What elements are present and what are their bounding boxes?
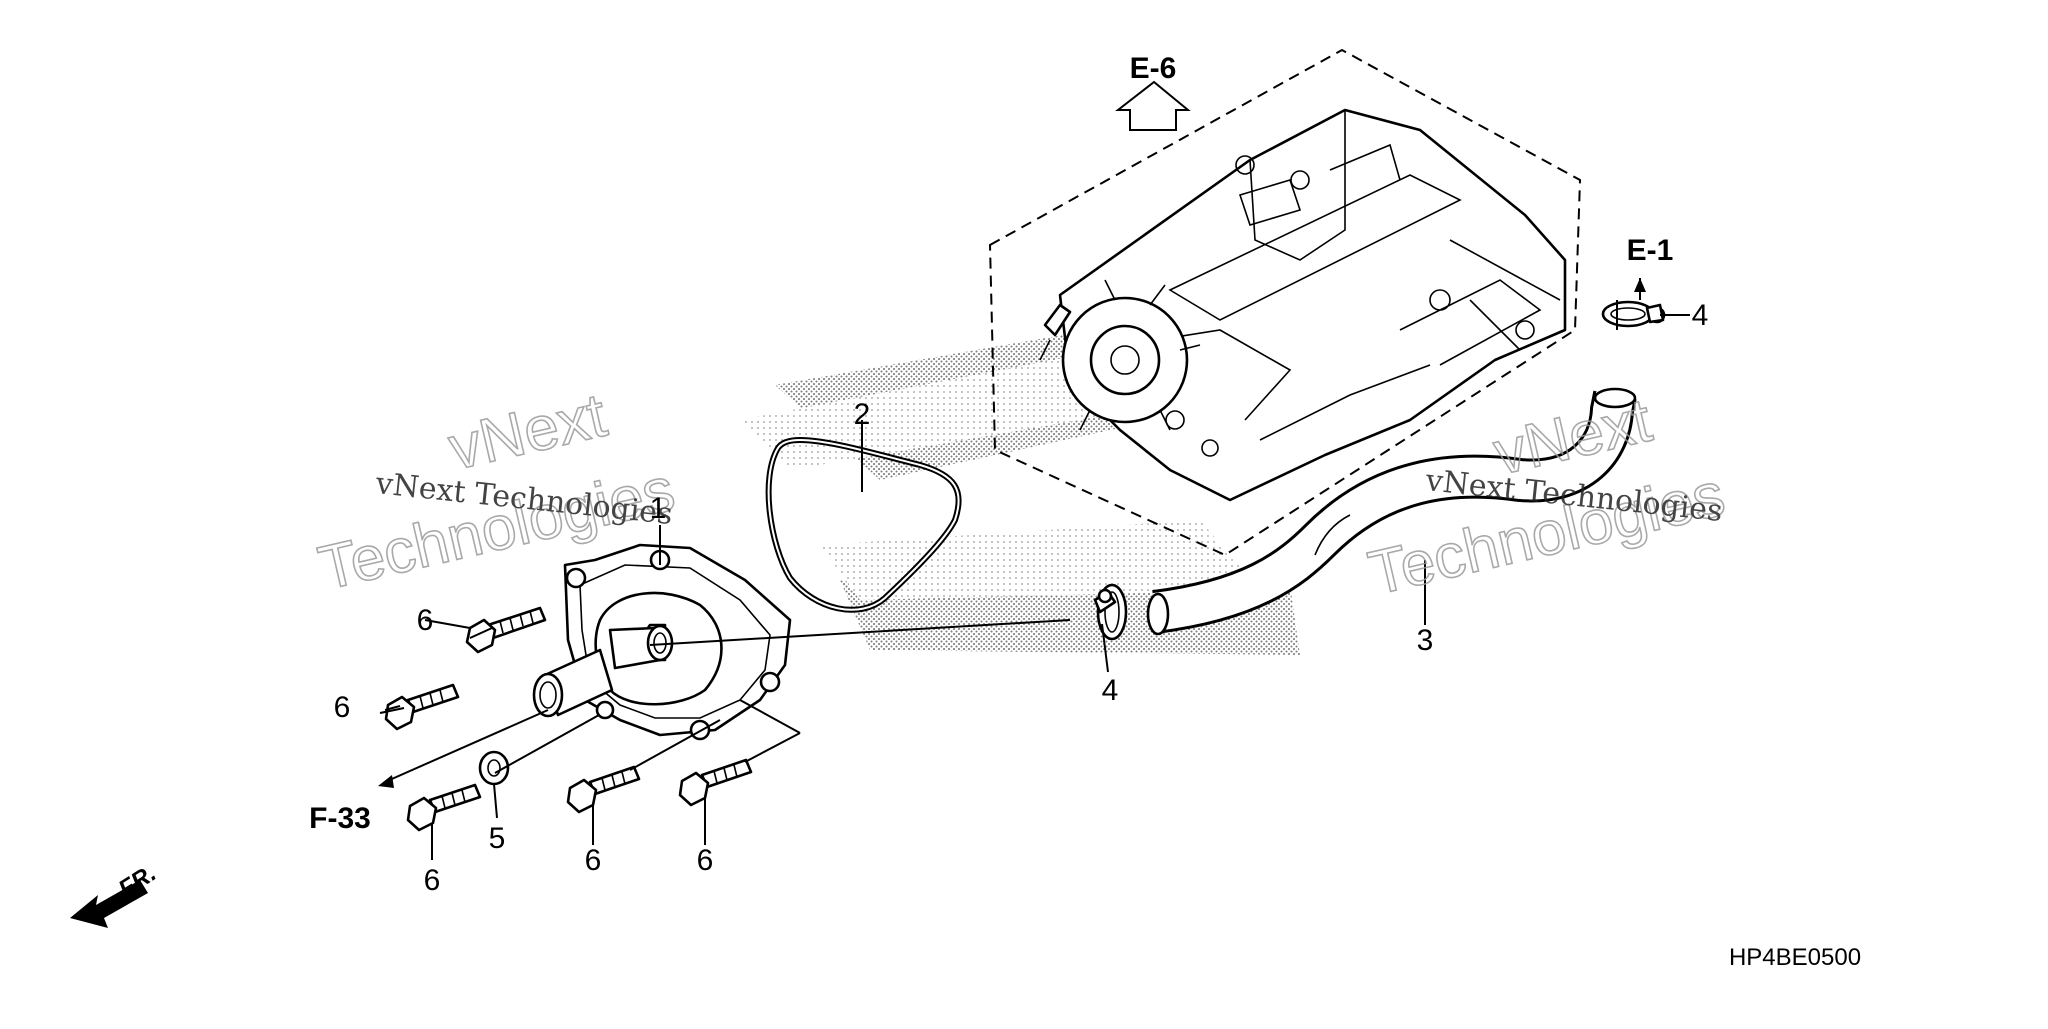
gasket	[765, 436, 962, 613]
ref-label-e6[interactable]: E-6	[1130, 52, 1177, 85]
flange-bolt-a	[465, 606, 547, 654]
ref-label-f33[interactable]: F-33	[309, 802, 371, 835]
front-direction-arrow-icon	[70, 880, 148, 928]
ref-arrow-e6	[1115, 80, 1191, 131]
callout-6-e[interactable]: 6	[697, 844, 714, 877]
water-pump-assembly	[532, 543, 792, 741]
callout-4-upper-clamp[interactable]: 4	[1692, 299, 1709, 332]
hose-clamp-upper	[1601, 300, 1666, 328]
flange-bolt-e	[678, 758, 753, 807]
callout-3[interactable]: 3	[1417, 624, 1434, 657]
callout-1[interactable]: 1	[650, 492, 667, 525]
callout-6-c[interactable]: 6	[424, 864, 441, 897]
callout-4-lower-clamp[interactable]: 4	[1102, 674, 1119, 707]
hose-clamp-lower	[1093, 583, 1128, 641]
callout-6-a[interactable]: 6	[417, 604, 434, 637]
drawing-code: HP4BE0500	[1729, 944, 1861, 971]
leader-lines	[378, 278, 1690, 860]
flange-bolt-c	[406, 783, 482, 832]
water-hose	[1146, 387, 1637, 636]
ref-arrow-e1	[1634, 278, 1646, 300]
flange-bolt-b	[384, 683, 460, 731]
callout-2[interactable]: 2	[854, 398, 871, 431]
engine-case-assembly	[988, 48, 1582, 557]
callout-6-d[interactable]: 6	[585, 844, 602, 877]
flange-bolt-d	[566, 765, 641, 814]
watermark-brand-line1: vNext	[443, 381, 613, 484]
callout-6-b[interactable]: 6	[334, 691, 351, 724]
callout-5[interactable]: 5	[489, 822, 506, 855]
ref-label-e1[interactable]: E-1	[1627, 234, 1674, 267]
